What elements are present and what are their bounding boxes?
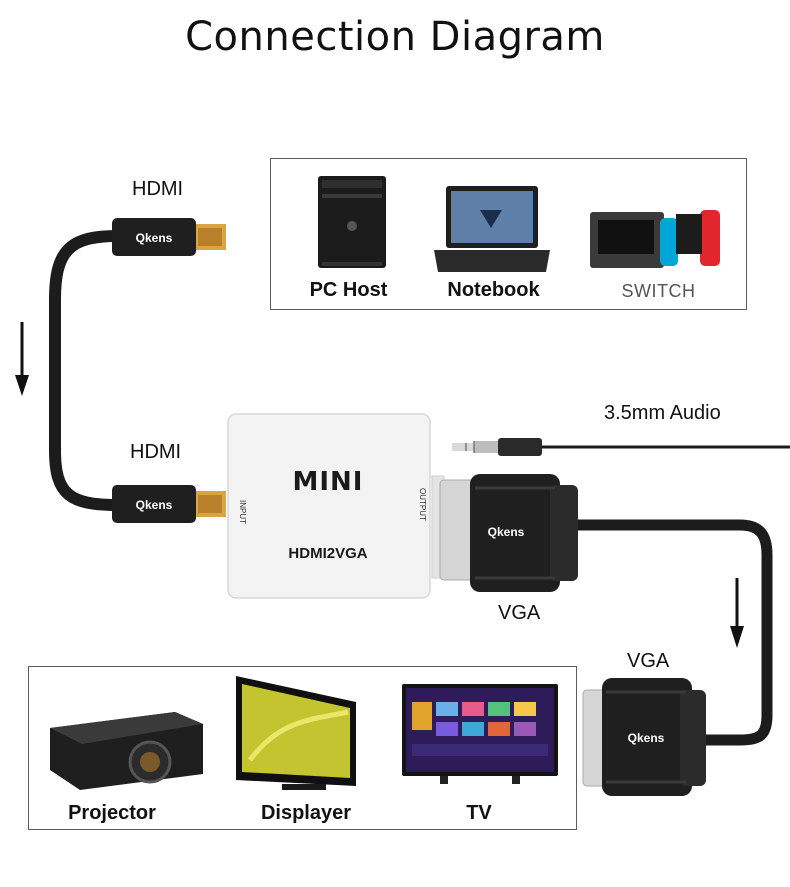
page-title: Connection Diagram — [185, 14, 605, 60]
audio-label: 3.5mm Audio — [604, 402, 721, 424]
adapter-box: MINI HDMI2VGA INPUT OUTPUT — [227, 413, 445, 599]
hdmi-bottom-label: HDMI — [130, 441, 182, 463]
vga-display-brand: Qkens — [628, 731, 665, 745]
vga-adapter-brand: Qkens — [488, 525, 525, 539]
hdmi-connector-bottom: Qkens — [112, 485, 226, 523]
display-devices-box: Projector Displayer TV — [28, 666, 577, 830]
notebook-label: Notebook — [447, 279, 540, 301]
vga-cable — [575, 519, 773, 746]
vga-down-arrow-icon — [730, 578, 744, 648]
vga-connector-adapter: Qkens — [439, 474, 578, 592]
pc-host-label: PC Host — [309, 279, 388, 301]
hdmi-cable — [49, 230, 124, 511]
hdmi-bottom-brand: Qkens — [136, 498, 173, 512]
hdmi-top-brand: Qkens — [136, 231, 173, 245]
source-devices-box: PC Host Notebook SWITCH — [270, 158, 747, 310]
tv-label: TV — [466, 802, 492, 824]
projector-label: Projector — [68, 802, 156, 824]
vga-adapter-label: VGA — [498, 602, 541, 624]
adapter-output-label: OUTPUT — [418, 488, 427, 521]
switch-label: SWITCH — [621, 281, 696, 301]
vga-connector-display: Qkens — [582, 678, 706, 796]
displayer-label: Displayer — [260, 802, 352, 824]
hdmi-down-arrow-icon — [15, 322, 29, 396]
adapter-input-label: INPUT — [238, 500, 247, 524]
adapter-model: HDMI2VGA — [288, 545, 367, 562]
audio-jack — [452, 438, 790, 456]
hdmi-top-label: HDMI — [132, 178, 184, 200]
vga-cable-label: VGA — [627, 650, 670, 672]
adapter-brand: MINI — [293, 467, 364, 497]
hdmi-connector-top: Qkens — [112, 218, 226, 256]
